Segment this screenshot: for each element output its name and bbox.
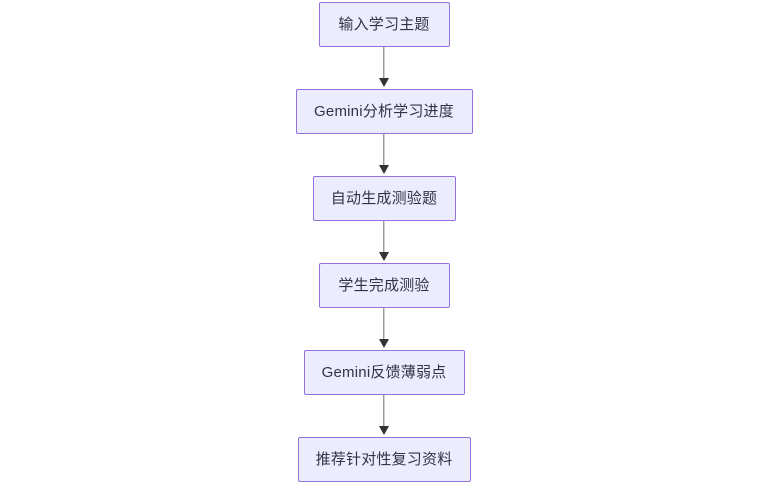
arrow-line (383, 395, 385, 429)
arrow-line (383, 134, 385, 168)
arrow-head-icon (379, 165, 389, 174)
flow-node-student-completes-quiz[interactable]: 学生完成测验 (318, 263, 450, 308)
flow-node-label: 推荐针对性复习资料 (315, 451, 453, 468)
flow-arrow-4 (377, 308, 391, 350)
flow-node-gemini-feedback-weakpoints[interactable]: Gemini反馈薄弱点 (303, 350, 465, 395)
flow-arrow-3 (377, 221, 391, 263)
flow-node-label: Gemini分析学习进度 (314, 103, 454, 120)
flow-arrow-2 (377, 134, 391, 176)
flow-node-label: 学生完成测验 (338, 277, 430, 294)
arrow-head-icon (379, 78, 389, 87)
arrow-line (383, 47, 385, 81)
flow-node-label: 输入学习主题 (338, 16, 430, 33)
flow-node-gemini-analyze-progress[interactable]: Gemini分析学习进度 (295, 89, 473, 134)
flow-node-label: 自动生成测验题 (330, 190, 438, 207)
flow-arrow-5 (377, 395, 391, 437)
flow-arrow-1 (377, 47, 391, 89)
arrow-head-icon (379, 252, 389, 261)
arrow-line (383, 308, 385, 342)
arrow-line (383, 221, 385, 255)
flow-node-recommend-review-material[interactable]: 推荐针对性复习资料 (297, 437, 471, 482)
flow-node-label: Gemini反馈薄弱点 (321, 364, 447, 381)
flow-node-input-topic[interactable]: 输入学习主题 (318, 2, 450, 47)
arrow-head-icon (379, 339, 389, 348)
arrow-head-icon (379, 426, 389, 435)
flow-node-auto-generate-quiz[interactable]: 自动生成测验题 (312, 176, 456, 221)
